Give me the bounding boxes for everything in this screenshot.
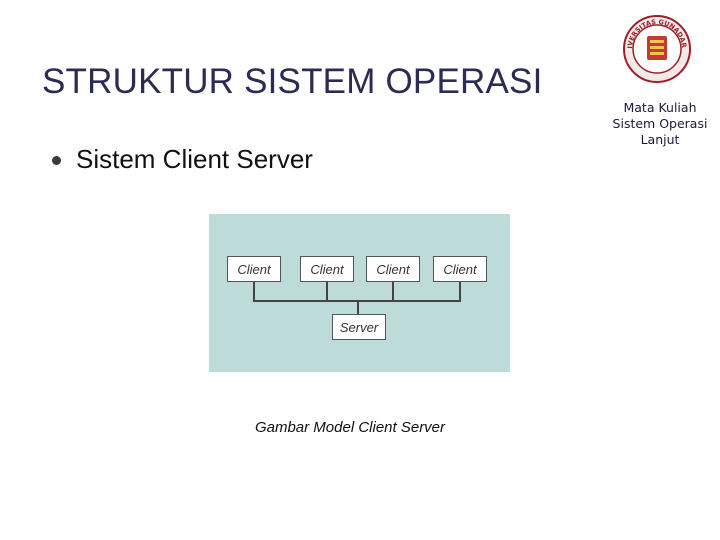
client-3-link — [392, 282, 394, 302]
university-seal-icon: UNIVERSITAS GUNADARMA — [622, 14, 691, 83]
client-1-link — [253, 282, 255, 302]
client-box-4: Client — [433, 256, 487, 282]
slide-title: STRUKTUR SISTEM OPERASI — [42, 62, 543, 101]
course-line-3: Lanjut — [640, 132, 680, 147]
client-server-diagram: Client Client Client Client Server — [209, 214, 510, 372]
course-line-1: Mata Kuliah — [623, 100, 697, 115]
bullet-dot-icon — [52, 156, 61, 165]
server-link — [357, 300, 359, 314]
server-box: Server — [332, 314, 386, 340]
client-box-1: Client — [227, 256, 281, 282]
course-label: Mata Kuliah Sistem Operasi Lanjut — [600, 100, 720, 148]
bullet-text: Sistem Client Server — [76, 144, 313, 174]
client-2-link — [326, 282, 328, 302]
client-box-2: Client — [300, 256, 354, 282]
course-line-2: Sistem Operasi — [612, 116, 708, 131]
client-box-3: Client — [366, 256, 420, 282]
client-4-link — [459, 282, 461, 302]
diagram-caption: Gambar Model Client Server — [254, 419, 446, 436]
